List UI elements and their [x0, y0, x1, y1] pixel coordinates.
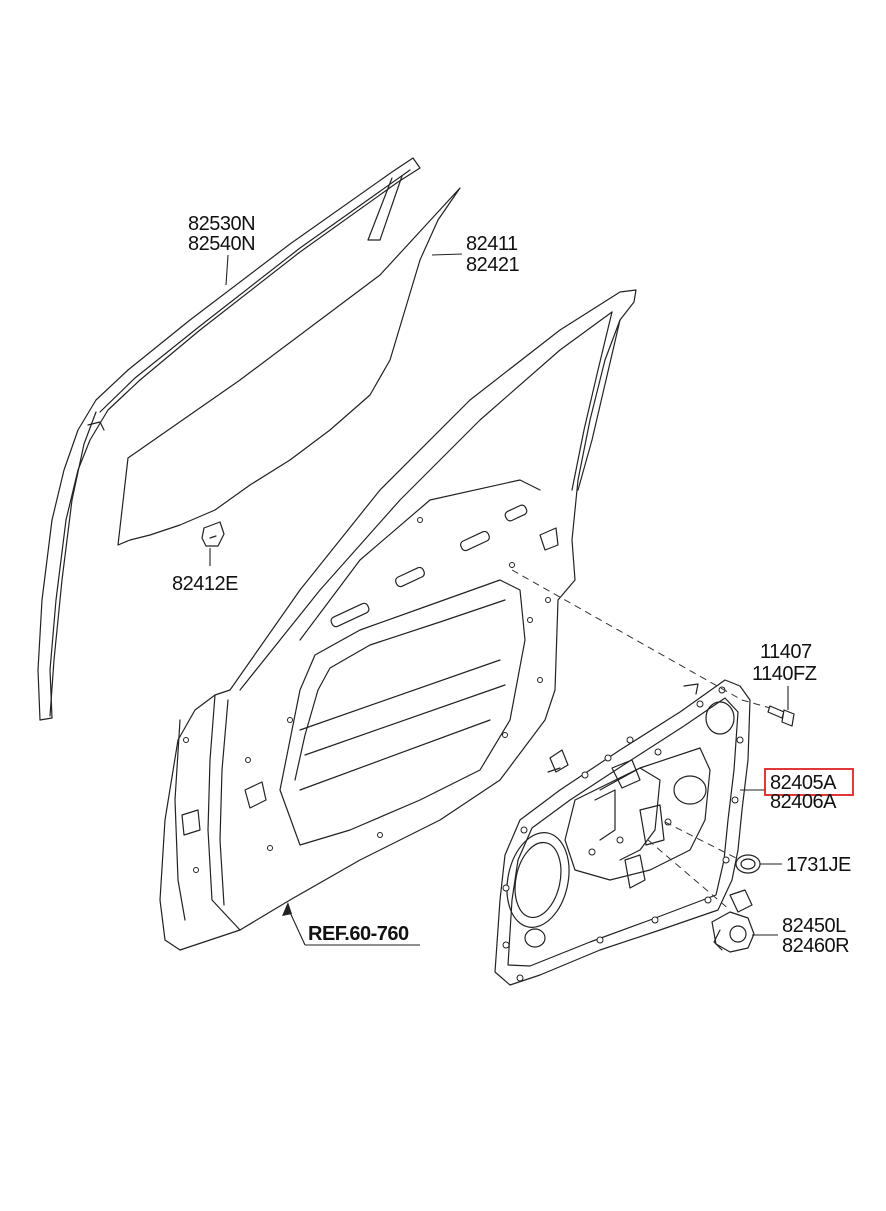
label-82412e: 82412E	[172, 573, 238, 595]
door-glass	[117, 187, 461, 546]
label-82411: 82411	[466, 233, 518, 255]
reference-label: REF.60-760	[308, 923, 409, 945]
label-82540n: 82540N	[188, 233, 255, 255]
door-inner-panel	[159, 289, 637, 951]
label-82530n: 82530N	[188, 213, 255, 235]
leader-lines	[209, 253, 789, 946]
glass-run-channel	[37, 157, 421, 721]
label-1731je: 1731JE	[786, 854, 851, 876]
glass-clip	[201, 521, 225, 547]
highlight-box	[764, 768, 854, 796]
door-module-panel	[494, 679, 751, 986]
label-82406a: 82406A	[770, 791, 837, 813]
label-82405a: 82405A	[770, 772, 837, 794]
label-1140fz: 1140FZ	[752, 663, 817, 685]
label-82450l: 82450L	[782, 915, 846, 937]
label-82421: 82421	[466, 254, 519, 276]
connection-lines	[511, 569, 771, 911]
label-11407: 11407	[760, 641, 812, 663]
window-regulator-motor	[711, 889, 755, 953]
bolt	[767, 705, 795, 727]
label-82460r: 82460R	[782, 935, 849, 957]
seal-ring	[735, 854, 761, 874]
